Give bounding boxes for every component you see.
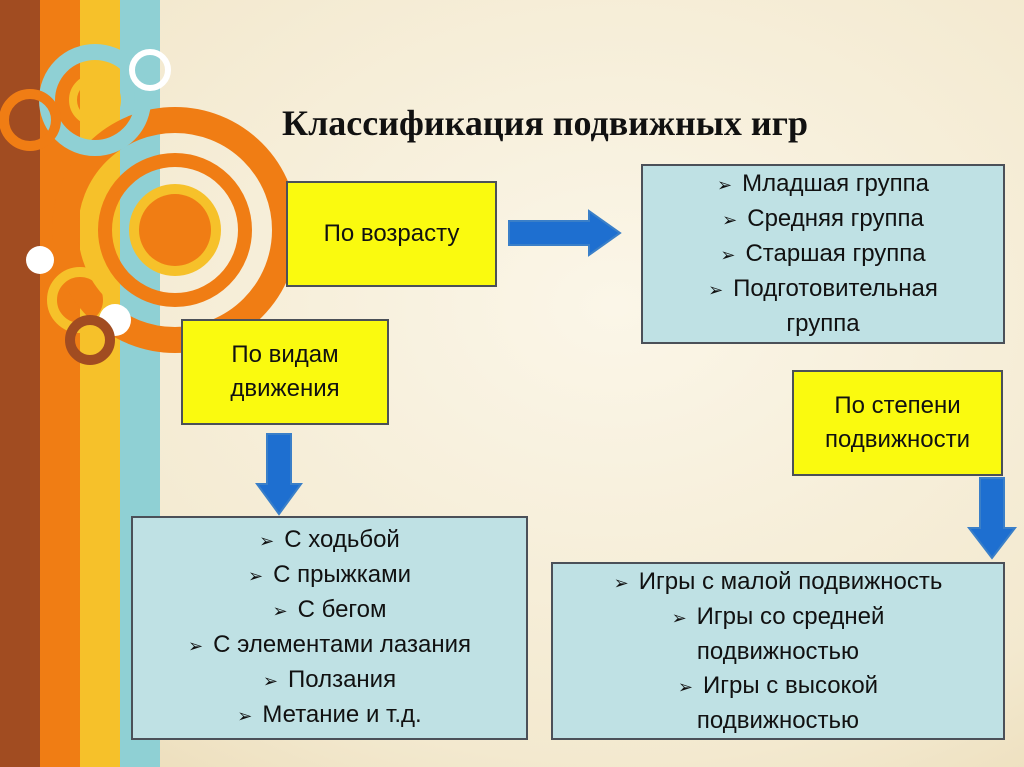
- list-item: ➢Игры с малой подвижность: [614, 565, 943, 600]
- list-item-continuation: подвижностью: [696, 706, 860, 734]
- arrow-bullet-icon: ➢: [720, 245, 736, 265]
- arrow-bullet-icon: ➢: [671, 607, 687, 628]
- list-movement-types: ➢С ходьбой ➢С прыжками ➢С бегом ➢С элеме…: [131, 516, 528, 740]
- box-by-age: По возрасту: [286, 181, 497, 287]
- box-by-mobility: По степени подвижности: [792, 370, 1003, 476]
- arrow-down-icon: [255, 433, 303, 516]
- box-by-mobility-label: По степени подвижности: [824, 392, 971, 453]
- arrow-bullet-icon: ➢: [237, 706, 253, 726]
- box-by-movement: По видам движения: [181, 319, 389, 425]
- list-age-groups: ➢Младшая группа ➢Средняя группа ➢Старшая…: [641, 164, 1005, 344]
- arrow-bullet-icon: ➢: [717, 175, 733, 195]
- box-by-age-label: По возрасту: [323, 220, 460, 248]
- arrow-bullet-icon: ➢: [272, 601, 288, 621]
- arrow-down-icon: [966, 477, 1018, 560]
- list-item: ➢Ползания: [263, 663, 396, 698]
- arrow-bullet-icon: ➢: [722, 210, 738, 230]
- arrow-bullet-icon: ➢: [708, 280, 724, 300]
- arrow-bullet-icon: ➢: [188, 636, 204, 656]
- list-item: ➢Старшая группа: [720, 237, 925, 272]
- list-item: ➢Средняя группа: [722, 202, 924, 237]
- list-item: ➢Игры со средней: [672, 600, 885, 635]
- list-item: ➢С ходьбой: [259, 523, 400, 558]
- slide-title: Классификация подвижных игр: [282, 103, 808, 143]
- list-item: ➢Подготовительная: [708, 272, 938, 307]
- arrow-right-icon: [508, 209, 622, 257]
- decorative-circles: [0, 44, 298, 365]
- list-item-continuation: группа: [786, 310, 860, 337]
- list-mobility-levels: ➢Игры с малой подвижность ➢Игры со средн…: [551, 562, 1005, 740]
- list-item-continuation: подвижностью: [696, 637, 860, 665]
- list-item: ➢Игры с высокой: [678, 669, 878, 704]
- list-item: ➢Метание и т.д.: [237, 698, 421, 733]
- list-item: ➢С элементами лазания: [188, 628, 471, 663]
- arrow-bullet-icon: ➢: [247, 566, 264, 586]
- list-item: ➢С бегом: [273, 593, 387, 628]
- list-item: ➢Младшая группа: [717, 167, 929, 202]
- arrow-bullet-icon: ➢: [677, 676, 693, 697]
- box-by-movement-label: По видам движения: [230, 341, 340, 402]
- list-item: ➢С прыжками: [248, 558, 411, 593]
- arrow-bullet-icon: ➢: [613, 572, 629, 593]
- arrow-bullet-icon: ➢: [262, 671, 278, 691]
- arrow-bullet-icon: ➢: [259, 531, 275, 551]
